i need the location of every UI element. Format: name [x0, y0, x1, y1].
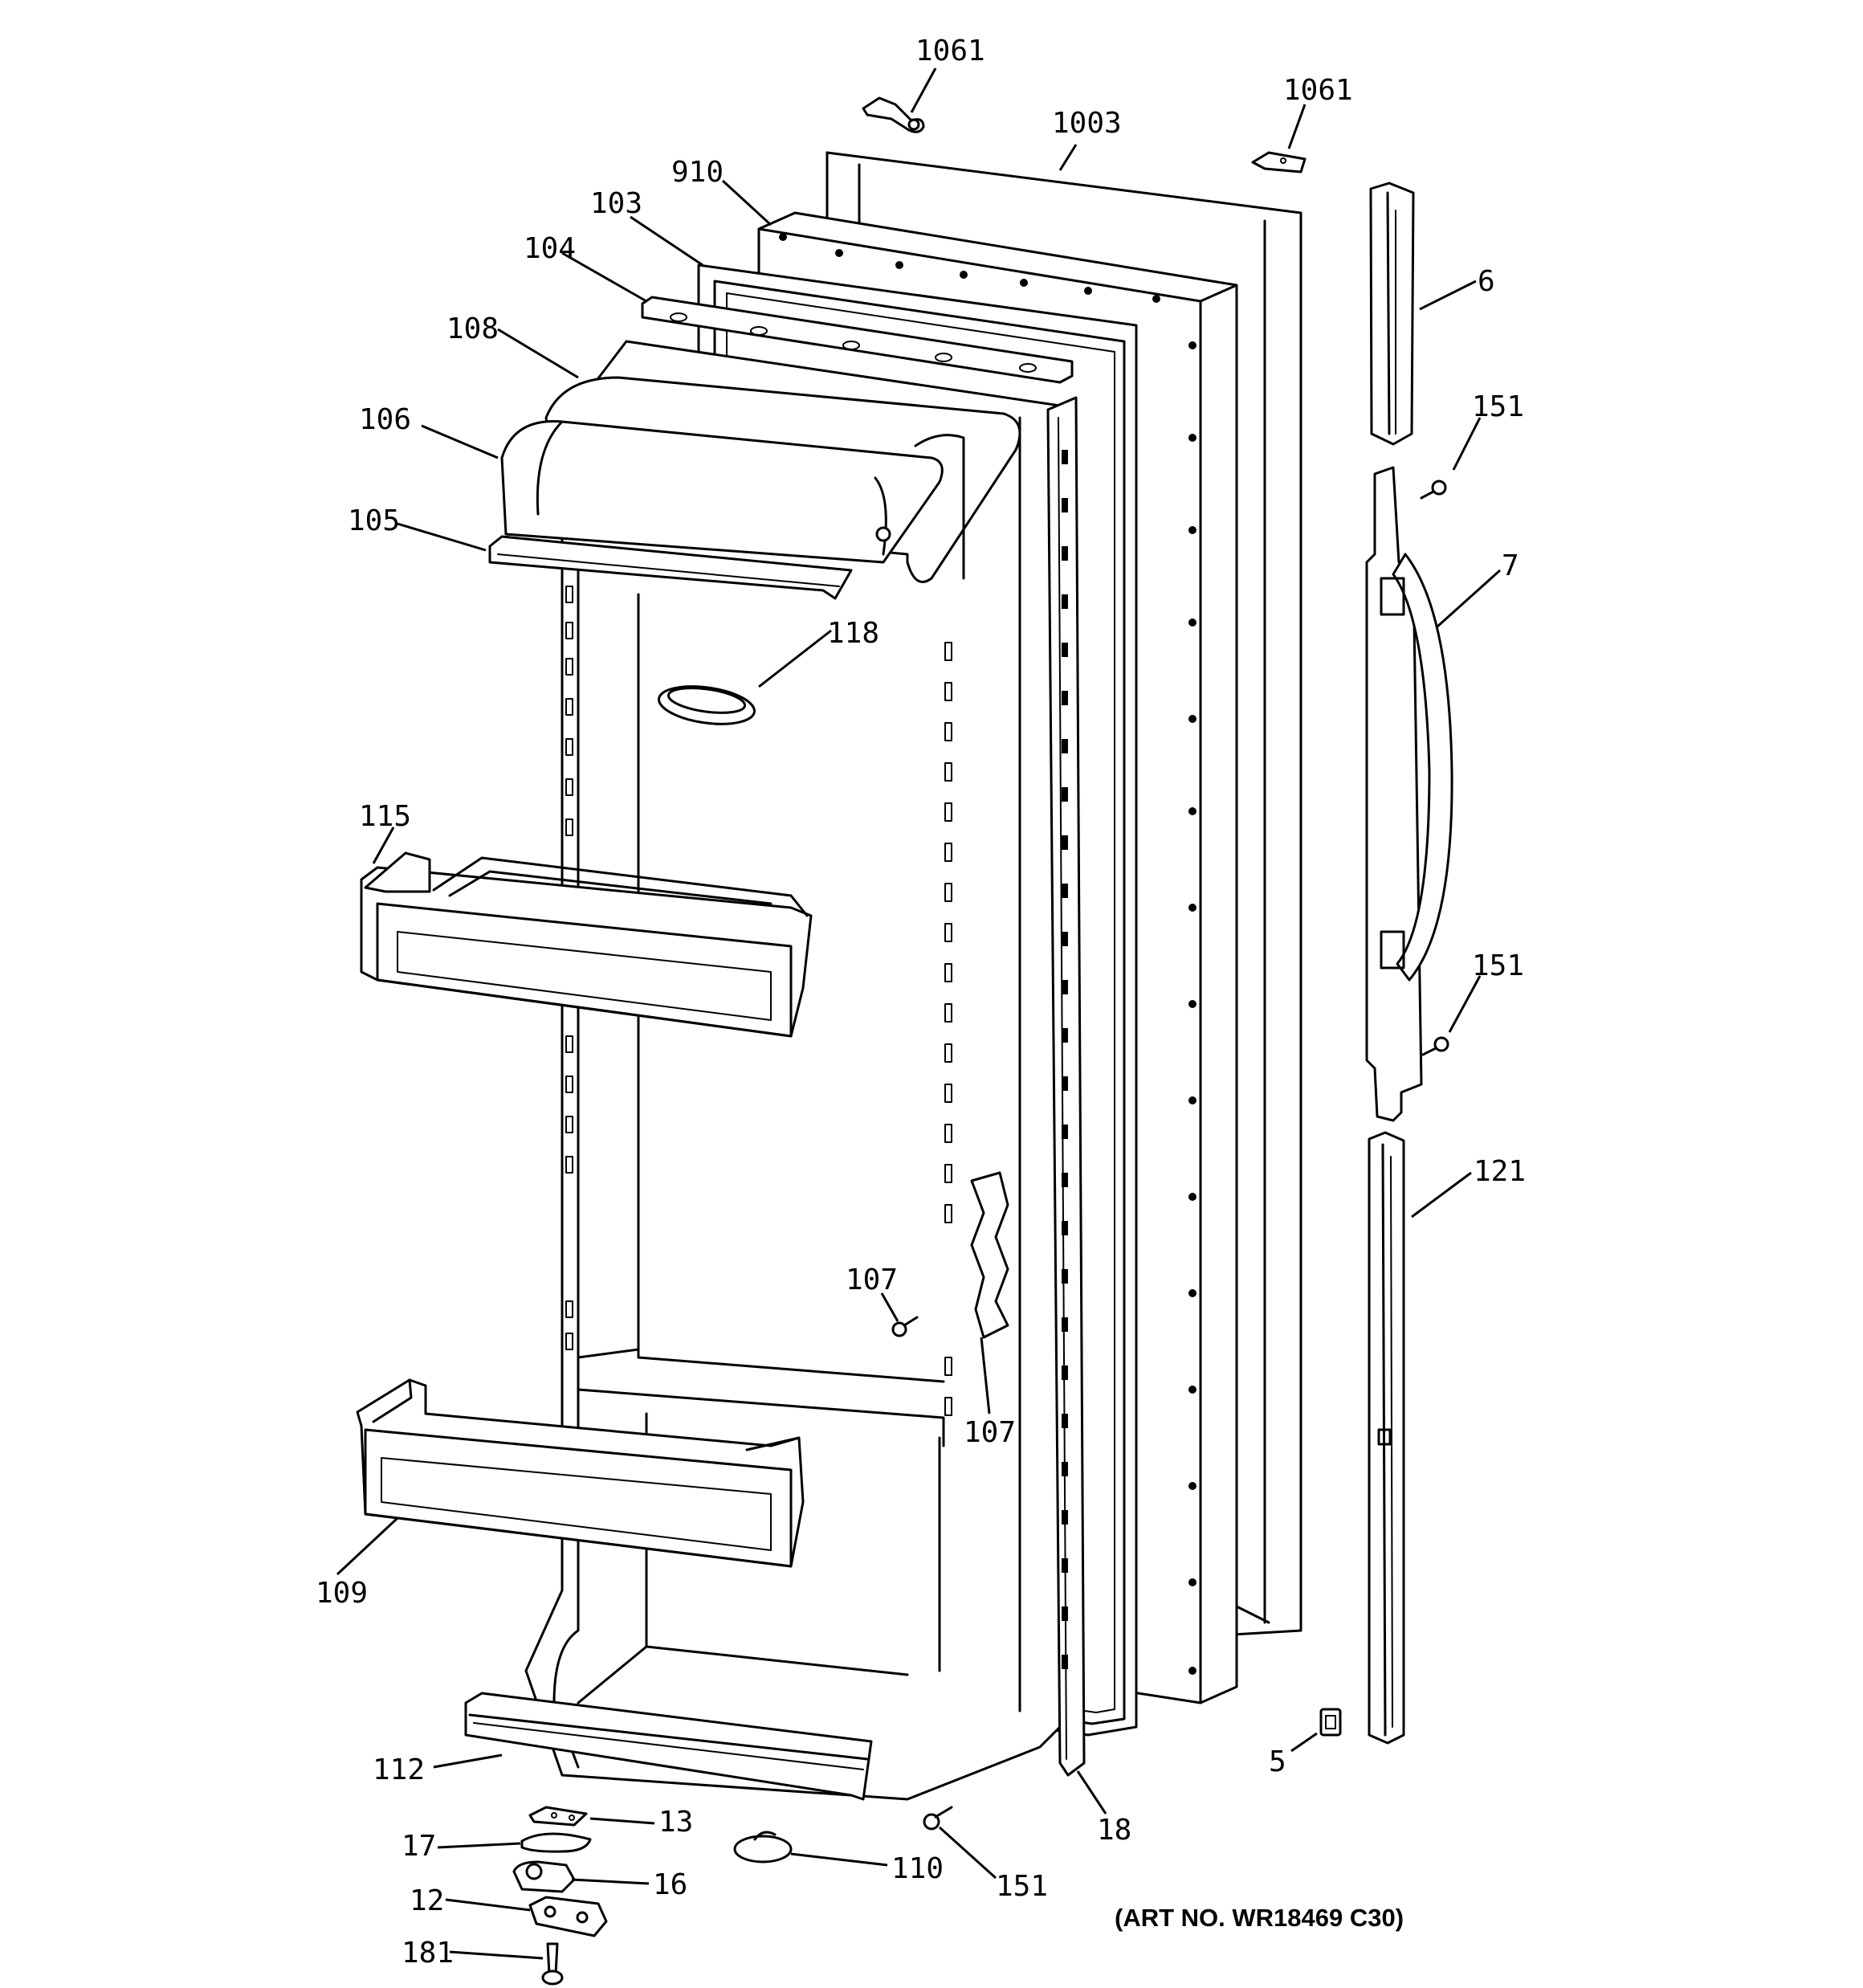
callout-107-bracket: 107	[964, 1416, 1016, 1449]
handle-cap-5	[1319, 1708, 1342, 1737]
door-bin-lower	[356, 1378, 805, 1568]
screw-151-middle	[1421, 1036, 1449, 1056]
callout-13: 13	[658, 1806, 693, 1839]
callout-16: 16	[653, 1868, 687, 1901]
liner-slots-left	[565, 586, 573, 1350]
callout-121: 121	[1474, 1155, 1526, 1188]
hinge-screw-181	[541, 1942, 564, 1986]
egg-tray	[658, 685, 756, 725]
callout-106: 106	[359, 403, 411, 436]
hinge-shim-17	[520, 1832, 592, 1853]
callout-5: 5	[1269, 1745, 1286, 1778]
leader-lines	[336, 67, 1502, 1960]
callout-115: 115	[359, 800, 411, 833]
callout-110: 110	[891, 1852, 944, 1885]
callout-105: 105	[348, 504, 400, 537]
callout-6: 6	[1478, 265, 1495, 298]
callout-1003: 1003	[1052, 107, 1122, 140]
callout-103: 103	[590, 187, 642, 220]
callout-109: 109	[316, 1577, 368, 1610]
callout-112: 112	[373, 1753, 425, 1786]
callout-151-middle: 151	[1472, 949, 1524, 982]
callout-104: 104	[524, 232, 576, 265]
handle-top-cap-6	[1369, 182, 1415, 446]
trim-strip-holes	[1062, 450, 1068, 1669]
handle-bottom-cap-121	[1368, 1131, 1405, 1745]
callout-151-top: 151	[1472, 390, 1524, 423]
callout-151-bottom: 151	[996, 1870, 1048, 1903]
hinge-bracket-12	[528, 1896, 608, 1937]
callout-7: 7	[1502, 549, 1519, 582]
retainer-slots	[670, 312, 1037, 373]
liner-retainer-strip	[641, 296, 1074, 384]
door-trim-strip	[1046, 396, 1086, 1777]
callout-12: 12	[410, 1884, 444, 1917]
callout-108: 108	[446, 312, 499, 345]
hinge-bracket-top-right	[1251, 151, 1307, 173]
callout-1061-right: 1061	[1283, 74, 1353, 107]
callout-1061-left: 1061	[915, 35, 985, 67]
hinge-bracket-top-left	[862, 96, 925, 133]
callout-18: 18	[1097, 1814, 1131, 1847]
door-bin-upper	[360, 851, 813, 1038]
hinge-plate-13	[528, 1806, 588, 1827]
callout-910: 910	[671, 156, 724, 189]
panel-screw-holes	[779, 233, 1196, 1675]
callout-17: 17	[402, 1830, 436, 1863]
door-handle-7	[1365, 466, 1453, 1122]
dairy-door-hinge-bar	[488, 535, 853, 600]
hinge-bushing-16	[512, 1860, 576, 1893]
callout-118: 118	[827, 617, 879, 650]
screw-151-top	[1420, 480, 1447, 500]
callout-181: 181	[402, 1937, 454, 1970]
dairy-door	[500, 420, 944, 564]
screw-151-bottom	[923, 1806, 953, 1831]
liner-slots-right	[944, 642, 952, 1416]
screw-107	[891, 1316, 919, 1337]
art-number: (ART NO. WR18469 C30)	[1115, 1904, 1404, 1932]
bottom-trim	[464, 1692, 873, 1801]
door-stop-110	[733, 1831, 793, 1863]
callout-107-screw: 107	[846, 1263, 898, 1296]
callout-labels: 1061 1061 1003 910 103 104 108 106 105 1…	[316, 35, 1526, 1970]
